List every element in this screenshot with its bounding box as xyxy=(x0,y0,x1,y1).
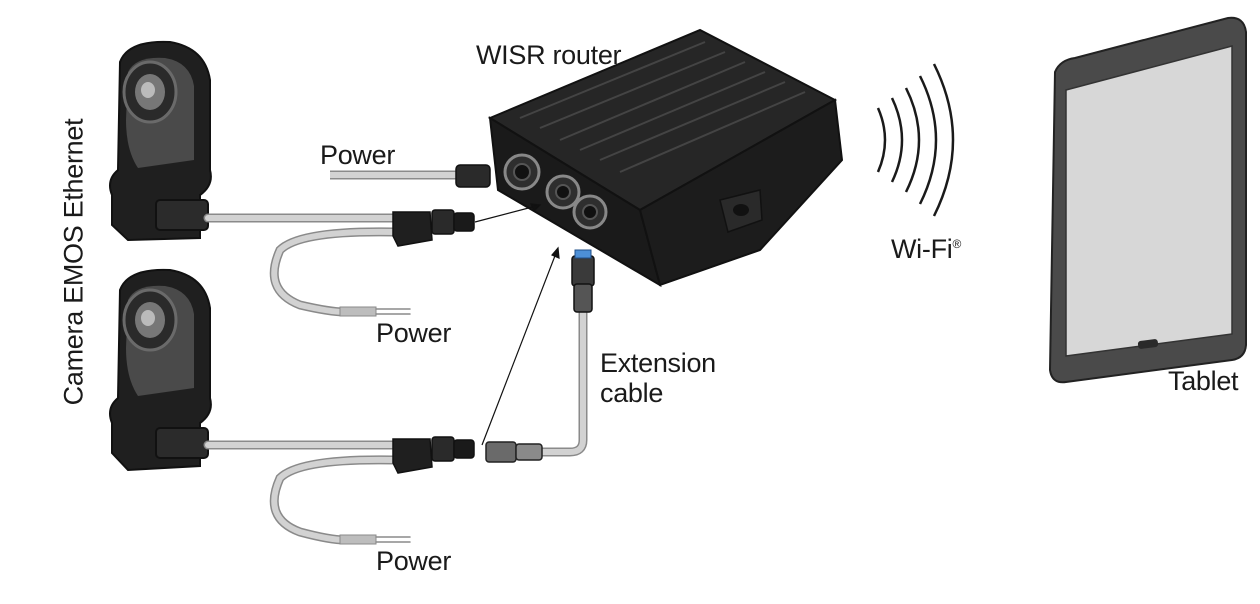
tablet xyxy=(1048,16,1247,384)
tablet-label: Tablet xyxy=(1168,366,1239,396)
wifi-registered-mark: ® xyxy=(952,237,962,251)
camera-1 xyxy=(109,40,212,242)
extension-label-line1: Extension xyxy=(600,348,716,378)
router-label: WISR router xyxy=(476,40,622,70)
wifi-text: Wi-Fi xyxy=(891,234,953,264)
extension-cable xyxy=(485,249,595,463)
cameras-label: Camera EMOS Ethernet xyxy=(58,118,89,406)
router-power-cable xyxy=(330,164,491,188)
connection-arrows xyxy=(474,203,560,446)
wifi-waves xyxy=(876,63,955,217)
router-power-label: Power xyxy=(320,140,396,170)
wifi-label: Wi-Fi® xyxy=(891,236,961,263)
extension-cable-label: Extension cable xyxy=(600,348,716,408)
camera-2-splitter xyxy=(392,436,475,474)
camera-2-cables xyxy=(203,440,411,545)
camera-1-splitter xyxy=(392,209,475,247)
camera-1-power-label: Power xyxy=(376,318,452,348)
camera-2 xyxy=(109,268,212,472)
extension-label-line2: cable xyxy=(600,378,664,408)
wisr-router xyxy=(487,28,844,288)
camera-2-power-label: Power xyxy=(376,546,452,576)
camera-1-cables xyxy=(203,213,411,317)
